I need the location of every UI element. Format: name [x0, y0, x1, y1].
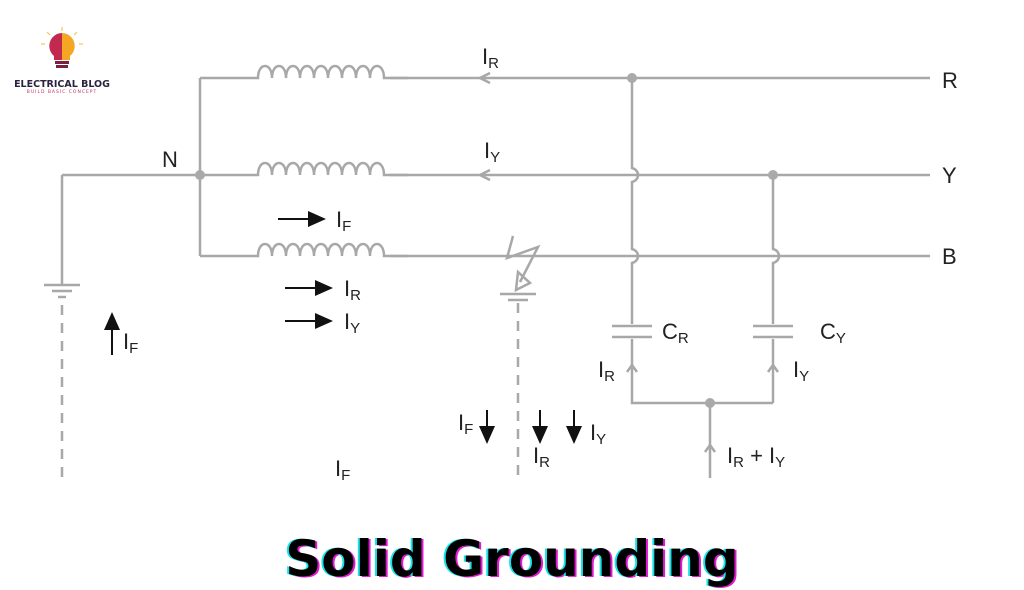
current-label-iy-coil: IY — [344, 309, 360, 337]
current-label-ir-coil: IR — [344, 276, 361, 304]
neutral-ground — [44, 175, 80, 478]
page-title: Solid Grounding — [285, 530, 739, 588]
r-winding-coil — [238, 64, 410, 80]
current-label-iy-top: IY — [484, 138, 500, 166]
neutral-node — [195, 170, 205, 180]
current-label-if-coil: IF — [336, 207, 351, 235]
current-label-if-fault: IF — [458, 410, 473, 438]
phase-label-b: B — [942, 244, 957, 269]
neutral-label: N — [162, 147, 178, 172]
current-label-if-left: IF — [123, 329, 138, 357]
current-label-iy-cap: IY — [793, 357, 809, 385]
logo-name: ELECTRICAL BLOG — [14, 79, 110, 90]
phase-label-y: Y — [942, 163, 957, 188]
current-label-ir-plus-iy: IR + IY — [727, 443, 785, 471]
current-label-ir-top: IR — [482, 44, 499, 72]
phase-r-line — [200, 64, 930, 80]
current-label-ir-fault: IR — [533, 443, 550, 471]
cr-branch — [612, 73, 773, 405]
cy-branch — [703, 170, 793, 478]
logo: ELECTRICAL BLOG BUILD BASIC CONCEPT — [14, 26, 110, 95]
b-winding-coil — [238, 242, 410, 258]
current-label-if-bottom: IF — [335, 456, 350, 484]
lightbulb-brain-icon — [41, 27, 83, 68]
y-winding-coil — [238, 161, 410, 177]
fault-to-ground — [500, 235, 541, 478]
logo-tagline: BUILD BASIC CONCEPT — [26, 90, 98, 95]
phase-label-r: R — [942, 68, 958, 93]
capacitor-label-cy: CY — [820, 319, 846, 347]
solid-grounding-diagram: R Y B N IR IY IF IR IY IF CR CY IR IY IF… — [44, 44, 958, 484]
phase-b-line — [200, 242, 930, 258]
capacitor-label-cr: CR — [662, 319, 689, 347]
current-label-ir-cap: IR — [598, 357, 615, 385]
current-label-iy-fault: IY — [590, 420, 606, 448]
